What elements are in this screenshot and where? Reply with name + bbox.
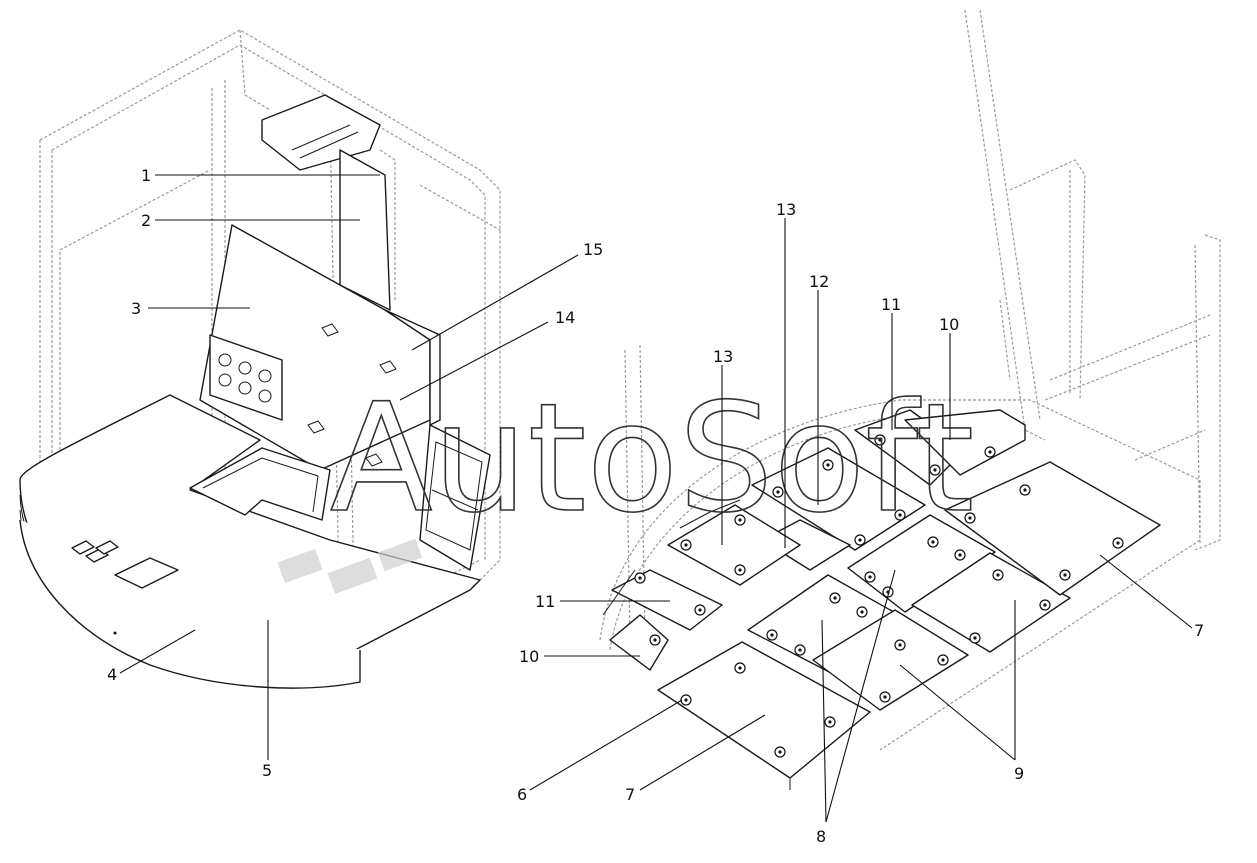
roof-panel (261, 94, 381, 171)
callout-8: 8 (816, 827, 826, 846)
callout-14: 14 (555, 308, 575, 327)
callout-13-top: 13 (776, 200, 796, 219)
leader-lines (119, 174, 1193, 823)
callout-9: 9 (1014, 764, 1024, 783)
callout-3: 3 (131, 299, 141, 318)
callout-15: 15 (583, 240, 603, 259)
callout-6: 6 (517, 785, 527, 804)
callout-10-left: 10 (519, 647, 539, 666)
callout-7-bottom: 7 (625, 785, 635, 804)
callout-7-right: 7 (1194, 621, 1204, 640)
callout-11-top: 11 (881, 295, 901, 314)
callout-11-left: 11 (535, 592, 555, 611)
side-panel-3 (199, 224, 431, 471)
callout-13-left: 13 (713, 347, 733, 366)
floor-mat-5 (19, 394, 481, 689)
callout-2: 2 (141, 211, 151, 230)
callout-5: 5 (262, 761, 272, 780)
callout-4: 4 (107, 665, 117, 684)
callout-12: 12 (809, 272, 829, 291)
callout-1: 1 (141, 166, 151, 185)
watermark-text: AutoSoft (330, 372, 974, 546)
callout-labels: 1 2 3 15 14 4 5 13 12 11 10 13 11 10 7 6… (107, 166, 1204, 846)
fastener-holes (634, 434, 1124, 758)
callout-10-top: 10 (939, 315, 959, 334)
floor-mats-right (602, 409, 1161, 790)
rear-wall-panel-2 (339, 149, 391, 311)
side-panels-14-15 (384, 309, 491, 571)
floor-mesh-texture (277, 538, 423, 594)
